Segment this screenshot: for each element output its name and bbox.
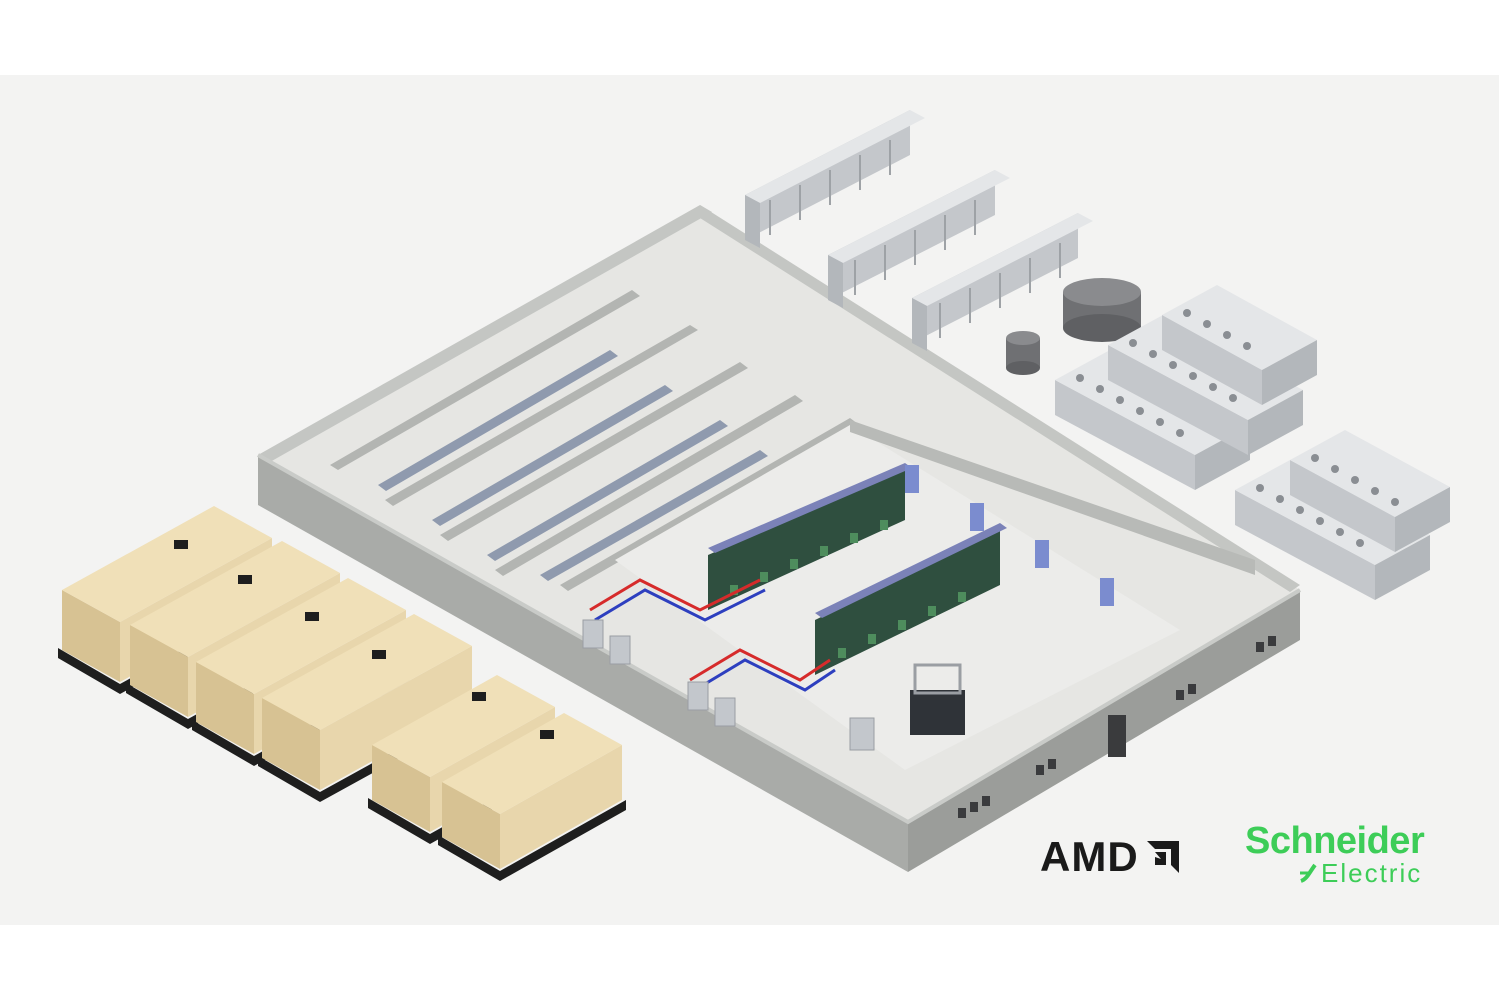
inner-wall-1: [330, 290, 640, 470]
amd-logo: AMD: [1040, 832, 1220, 882]
inner-wall-4: [495, 395, 803, 576]
schneider-logo-line1: Schneider: [1245, 820, 1425, 862]
dry-cooler-short-3: [1162, 285, 1317, 405]
rack-row-2-top: [815, 523, 1007, 618]
coolant-pipes: [589, 578, 836, 692]
rack-lights: [730, 520, 966, 658]
cooling-module: [910, 663, 965, 735]
inner-wall-3: [440, 362, 748, 541]
building-windows: [958, 636, 1276, 818]
building-door: [1108, 715, 1126, 757]
dry-cooler-long-2: [828, 170, 1010, 308]
dry-cooler-long-1: [745, 110, 925, 248]
storage-tanks: [1006, 278, 1141, 375]
rack-row-1-top: [708, 463, 912, 553]
outer-wall-back-left: [258, 205, 712, 462]
rack-hall-wall: [850, 420, 1255, 575]
dry-cooler-short-5: [1290, 430, 1450, 552]
generator-6: [438, 713, 626, 881]
rack-row-2: [815, 530, 1000, 675]
outer-wall-back-right: [700, 205, 1300, 592]
hall-doors: [905, 465, 1114, 606]
generators: [58, 506, 626, 881]
schneider-logo: Schneider Electric: [1245, 822, 1460, 892]
cdu-units: [582, 619, 875, 751]
schneider-logo-line2: Electric: [1321, 858, 1423, 888]
tank-large: [1063, 278, 1141, 342]
rack-row-1: [708, 470, 905, 610]
dry-cooler-long-3: [912, 213, 1093, 351]
generator-4: [258, 614, 476, 802]
power-corridors: [378, 350, 768, 581]
inner-wall-2: [385, 325, 698, 506]
outer-wall-front-right: [908, 590, 1300, 872]
dry-coolers-short: [1055, 285, 1450, 600]
inner-wall-5: [560, 418, 858, 591]
cooler-fans: [1076, 309, 1399, 547]
dry-coolers-long: [745, 110, 1093, 351]
tank-small: [1006, 331, 1040, 375]
outer-wall-front-left: [258, 455, 908, 872]
cooler-fin-stripes: [769, 140, 1061, 338]
amd-arrow-icon: [1146, 841, 1179, 873]
schneider-life-is-on-icon: [1300, 863, 1317, 883]
wall-rim: [257, 453, 1302, 825]
amd-logo-text: AMD: [1040, 833, 1139, 880]
rack-rows: [708, 463, 1007, 675]
